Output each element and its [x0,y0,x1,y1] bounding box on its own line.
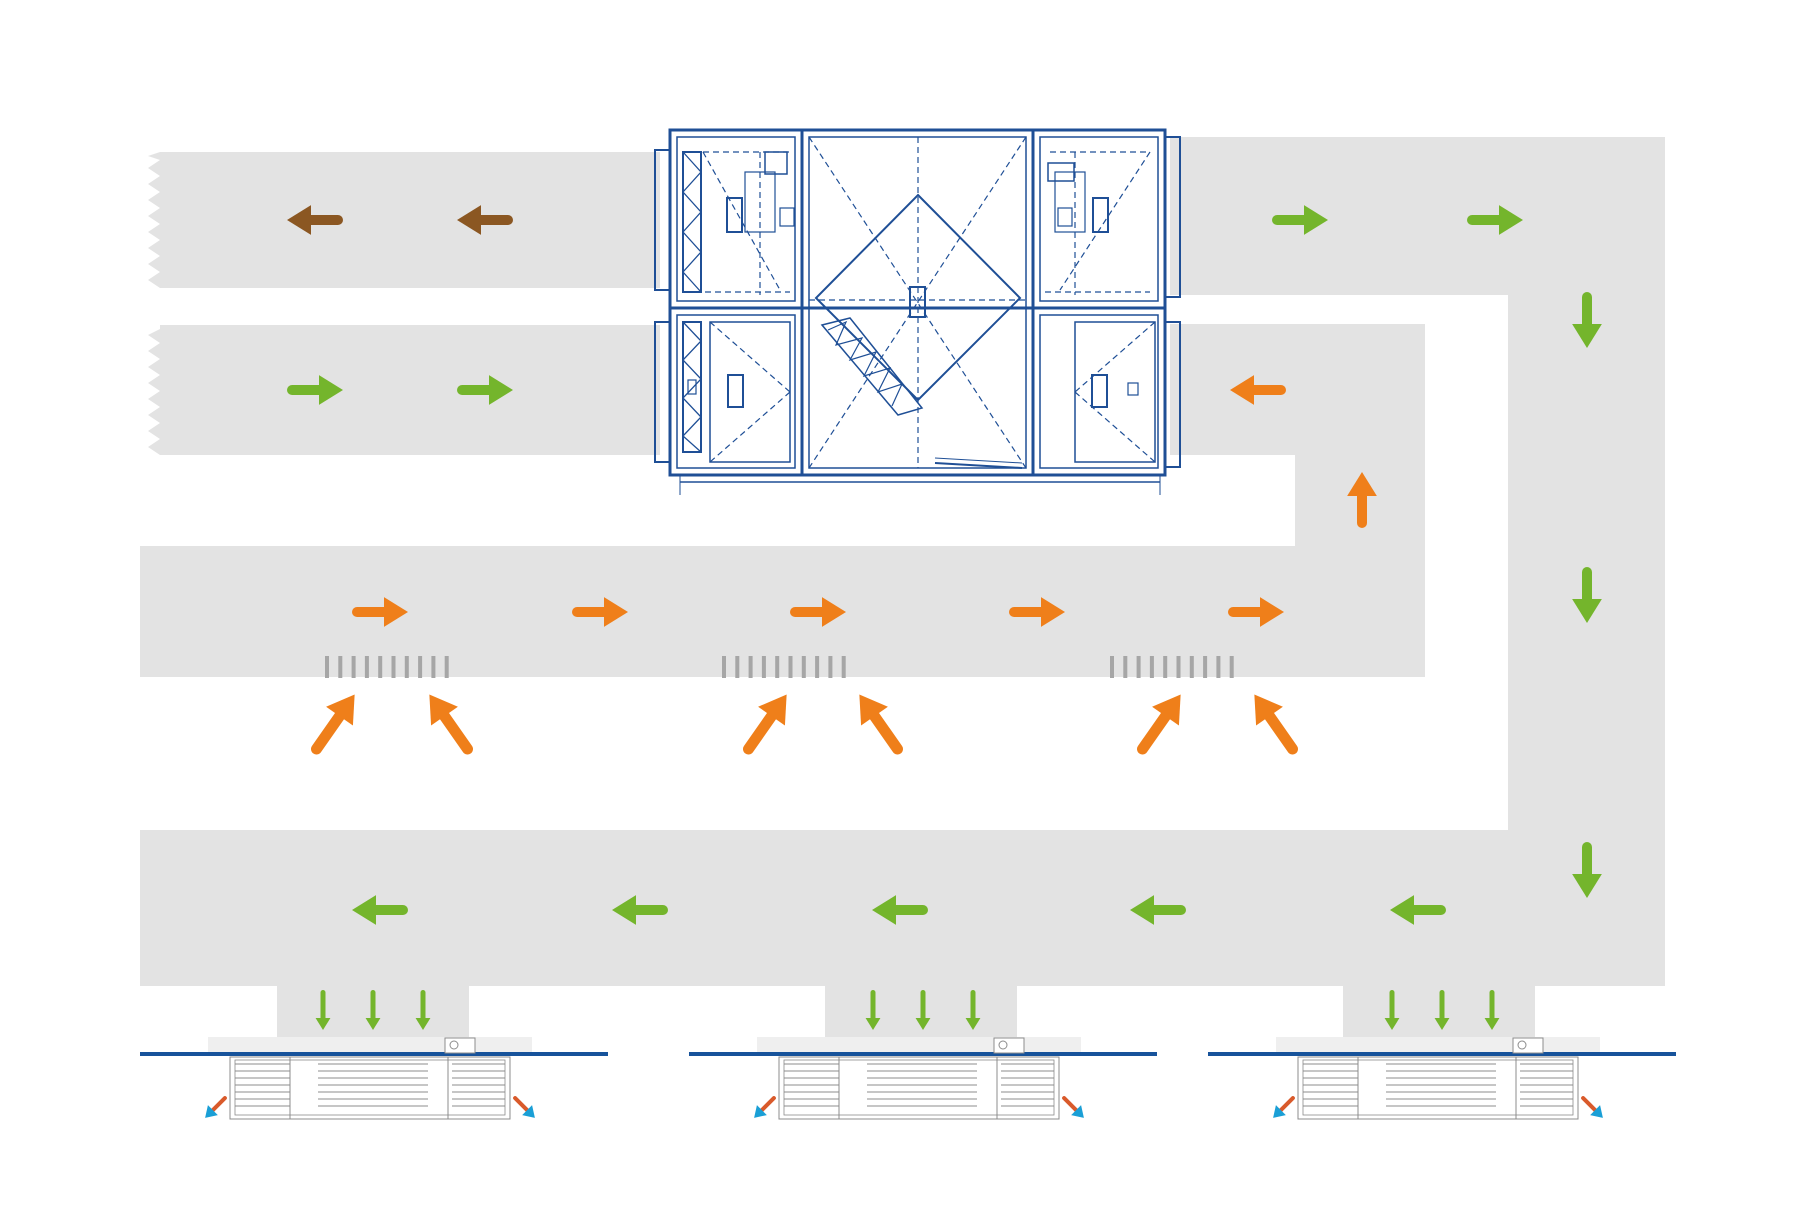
diffuser-icon [140,1037,608,1120]
extract-air-arrow [790,597,846,627]
room-extract-arrow [311,694,355,755]
diffuser-icon [1208,1037,1676,1120]
room-air-arrow [1062,1096,1084,1118]
diffuser-supply-arrow [865,990,881,1030]
diffuser-supply-arrow [1484,990,1500,1030]
extract-air-arrow [1230,375,1286,405]
diffuser-supply-arrow [1434,990,1450,1030]
supply-air-arrow [1272,205,1328,235]
grille-icon [722,656,846,678]
exhaust-air-arrow [457,205,513,235]
diffuser-supply-arrow [365,990,381,1030]
extract-air-arrow [1228,597,1284,627]
ceiling-diffusers [140,1037,1676,1120]
room-extract-arrow [1254,694,1298,755]
supply-air-arrow [352,895,408,925]
exhaust-air-arrow [287,205,343,235]
room-air-arrow [513,1096,535,1118]
room-extract-arrow [859,694,903,755]
diffuser-supply-arrow [315,990,331,1030]
diffuser-supply-arrow [415,990,431,1030]
supply-air-arrow [1572,292,1602,348]
supply-air-arrow [1390,895,1446,925]
extract-air-arrow [1347,472,1377,528]
room-air-arrow [754,1096,776,1118]
supply-air-arrow [1572,842,1602,898]
ahu-icon [654,128,1181,495]
extract-duct [140,324,1425,677]
exhaust-duct [148,152,660,288]
extract-air-arrow [352,597,408,627]
supply-air-arrow [1572,567,1602,623]
supply-air-arrow [872,895,928,925]
room-air-arrow [205,1096,227,1118]
room-air-arrow [1273,1096,1295,1118]
airflow-arrows [287,205,1602,1030]
diffuser-icon [689,1037,1157,1120]
outdoor-air-duct [148,325,660,455]
extract-grilles [325,656,1234,678]
diffuser-drop-3 [1343,985,1535,1038]
room-extract-arrow [429,694,473,755]
supply-air-arrow [1130,895,1186,925]
supply-air-arrow [612,895,668,925]
supply-air-arrow [1467,205,1523,235]
grille-icon [1110,656,1234,678]
outdoor-air-arrow [457,375,513,405]
outdoor-air-arrow [287,375,343,405]
extract-air-arrow [572,597,628,627]
diffuser-supply-arrow [1384,990,1400,1030]
diffuser-supply-arrow [915,990,931,1030]
room-air-arrow [1581,1096,1603,1118]
room-extract-arrow [743,694,787,755]
grille-icon [325,656,449,678]
room-extract-arrow [1137,694,1181,755]
diffuser-supply-arrow [965,990,981,1030]
extract-air-arrow [1009,597,1065,627]
